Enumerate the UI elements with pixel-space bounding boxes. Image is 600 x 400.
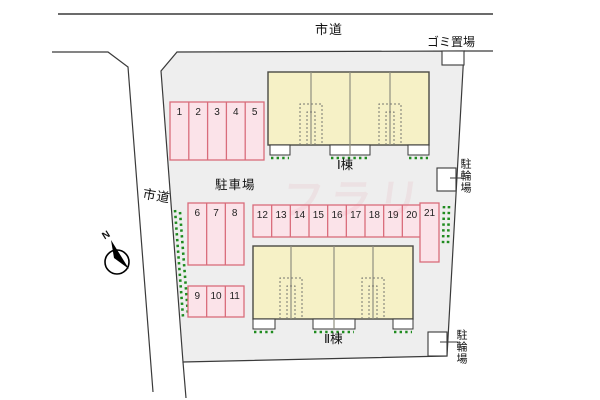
parking-group-9-11: 9 10 11 (187, 285, 245, 318)
parking-space-number-21: 21 (424, 208, 436, 219)
bicycle-parking-upper-label: 駐輪場 (459, 158, 471, 194)
parking-space-number-14: 14 (294, 210, 306, 221)
parking-space-number-5: 5 (252, 107, 258, 118)
parking-group-21-21: 21 (419, 202, 440, 263)
bicycle-parking-lower-label: 駐輪場 (455, 329, 467, 365)
porch (269, 144, 291, 156)
bicycle-parking-lower-box (427, 331, 458, 357)
porch (252, 318, 276, 330)
parking-group-6-8: 6 7 8 (187, 202, 245, 266)
parking-space-number-9: 9 (195, 291, 201, 302)
parking-space-number-10: 10 (210, 291, 222, 302)
parking-space-number-17: 17 (350, 210, 362, 221)
garbage-area-box (441, 50, 465, 66)
hedge-right (441, 205, 451, 245)
parking-space-number-19: 19 (387, 210, 399, 221)
parking-space-number-1: 1 (177, 107, 183, 118)
porch (407, 144, 430, 156)
parking-space-number-3: 3 (214, 107, 220, 118)
parking-group-12-20: 12 13 14 15 16 17 18 19 20 (252, 204, 422, 238)
porch (392, 318, 414, 330)
watermark: フラリ (278, 176, 429, 223)
parking-space-number-7: 7 (213, 208, 219, 219)
parking-space-number-20: 20 (406, 210, 418, 221)
road-line-left-outer (52, 51, 154, 393)
bicycle-parking-upper-box (436, 167, 462, 192)
compass-icon (104, 240, 130, 275)
garbage-area-label: ゴミ置場 (427, 35, 476, 49)
building-2 (252, 245, 414, 334)
parking-space-number-15: 15 (313, 210, 325, 221)
parking-group-1-5: 1 2 3 4 5 (169, 101, 265, 161)
building-1-label: Ⅰ棟 (337, 158, 354, 172)
road-label-top: 市道 (315, 22, 344, 37)
building-1 (267, 71, 430, 160)
parking-lot-label: 駐車場 (215, 178, 256, 192)
parking-space-number-18: 18 (369, 210, 381, 221)
parking-space-number-6: 6 (195, 208, 201, 219)
parking-space-number-4: 4 (233, 107, 239, 118)
stair-dashed (299, 103, 402, 145)
parking-space-number-8: 8 (232, 208, 238, 219)
parking-space-number-11: 11 (229, 291, 240, 302)
parking-space-number-12: 12 (257, 210, 269, 221)
parking-space-number-2: 2 (195, 107, 201, 118)
road-line-left-inner-extension (182, 361, 187, 399)
hedge-left (173, 209, 190, 318)
stair-dashed (279, 277, 385, 319)
parking-space-number-13: 13 (275, 210, 287, 221)
building-2-label: Ⅱ棟 (324, 332, 343, 346)
parking-space-number-16: 16 (331, 210, 343, 221)
